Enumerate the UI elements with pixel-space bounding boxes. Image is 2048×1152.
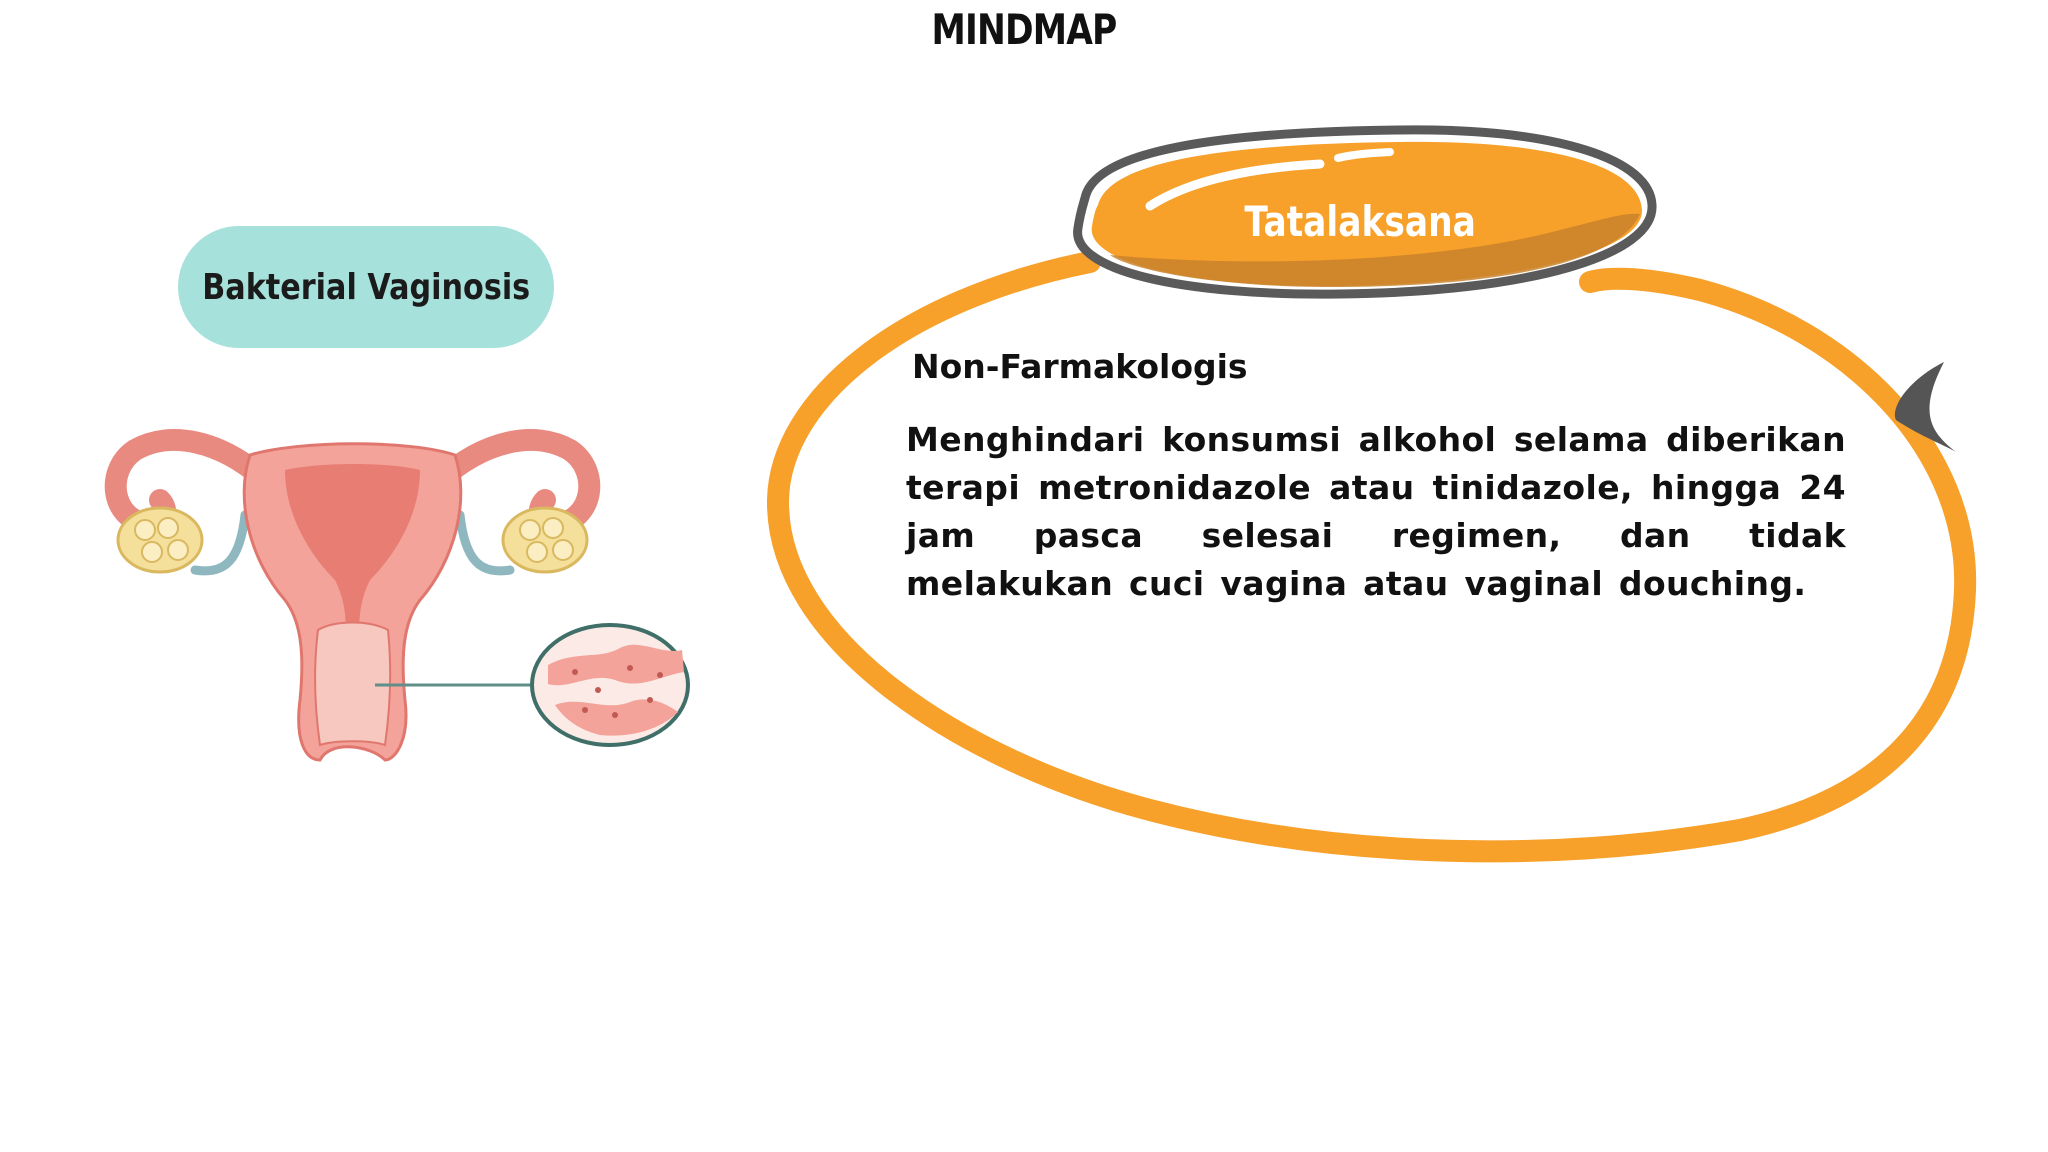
node-label: Tatalaksana — [1244, 196, 1476, 246]
node-tatalaksana: Tatalaksana — [1150, 183, 1570, 259]
ovary-right — [501, 506, 589, 574]
content-text: Menghindari konsumsi alkohol selama dibe… — [906, 420, 1846, 603]
node-label: Bakterial Vaginosis — [202, 266, 530, 308]
pill-outline — [1073, 125, 1657, 299]
pill-shadow — [1110, 213, 1640, 288]
content-heading: Non-Farmakologis — [912, 347, 1248, 386]
ligament-left — [190, 510, 250, 576]
ovary-left — [116, 506, 204, 574]
pill-highlight — [1145, 159, 1325, 211]
uterus-lining — [285, 464, 420, 640]
pill-highlight-small — [1334, 148, 1394, 162]
ligament-right — [455, 510, 515, 576]
crescent-accent — [1894, 362, 1956, 452]
speech-frame-outline — [766, 251, 1977, 863]
tissue-zoom-circle — [530, 623, 690, 747]
vaginal-canal — [314, 621, 392, 747]
node-bakterial-vaginosis: Bakterial Vaginosis — [178, 226, 554, 348]
page-title: MINDMAP — [931, 5, 1118, 54]
